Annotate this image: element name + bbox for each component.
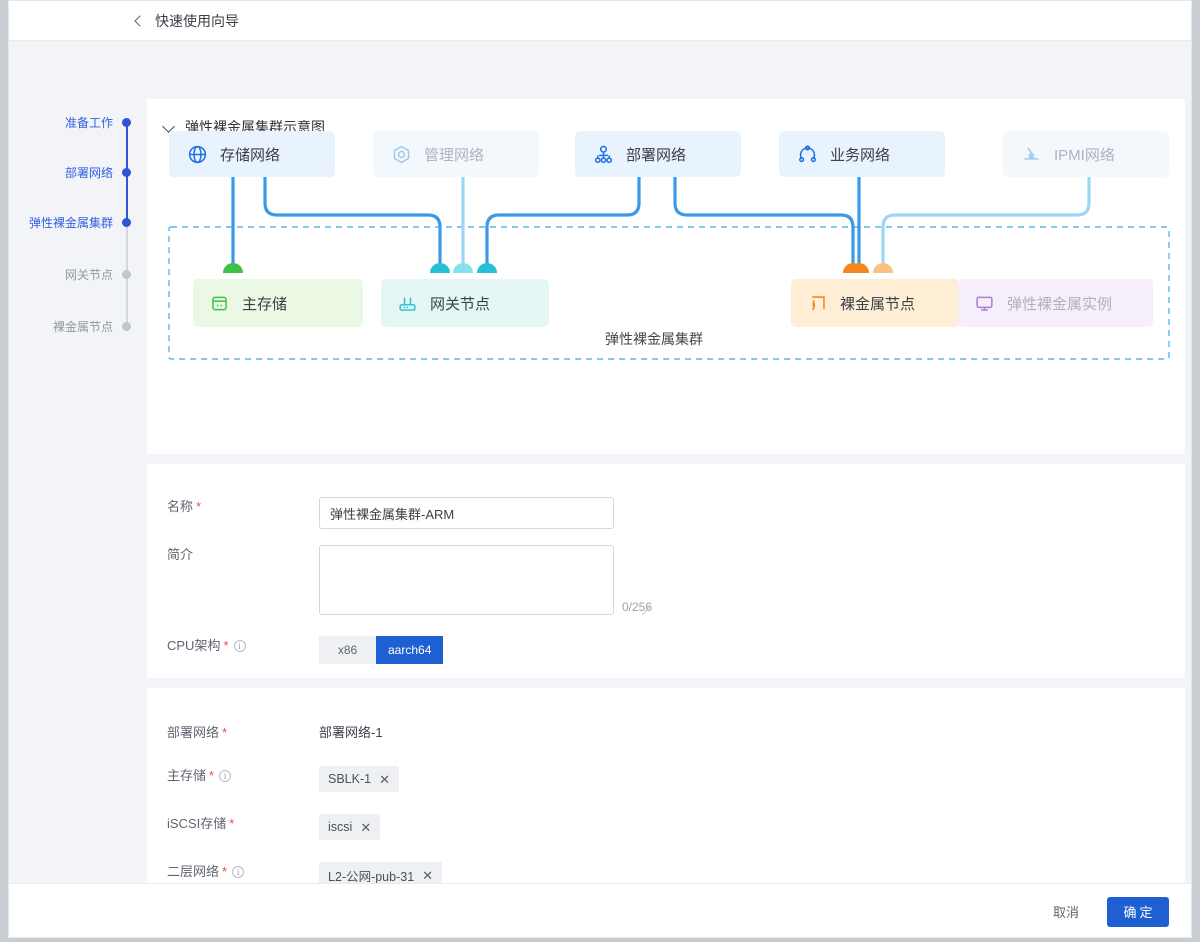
tag-remove-icon[interactable]: ✕ <box>422 867 434 883</box>
sidebar-step-bare-metal-node[interactable]: 裸金属节点 <box>53 318 131 335</box>
step-label: 弹性裸金属集群 <box>28 216 113 230</box>
info-icon[interactable]: i <box>233 640 246 652</box>
ipmi-connector-icon <box>1024 147 1039 160</box>
step-rail: 准备工作 部署网络 弹性裸金属集群 网关节点 裸金属节点 <box>9 41 139 937</box>
cluster-boundary <box>168 226 1170 360</box>
cpu-arch-option-x86[interactable]: x86 <box>319 636 376 664</box>
iscsi-storage-label: iSCSI存储* <box>167 816 235 831</box>
monitor-icon <box>976 296 993 311</box>
l2-network-label: 二层网络*i <box>147 862 319 882</box>
confirm-button[interactable]: 确定 <box>1107 896 1169 927</box>
field-row-main-storage: 主存储*i SBLK-1 ✕ <box>147 766 399 792</box>
network-box-business[interactable]: 业务网络 <box>779 131 945 177</box>
field-row-iscsi-storage: iSCSI存储* iscsi ✕ <box>147 814 381 840</box>
main-storage-label: 主存储*i <box>147 766 319 786</box>
cluster-caption: 弹性裸金属集群 <box>605 331 703 347</box>
step-label: 准备工作 <box>64 116 113 130</box>
network-tree-icon <box>594 145 613 163</box>
step-label: 裸金属节点 <box>52 320 113 334</box>
cancel-button[interactable]: 取消 <box>1047 901 1085 922</box>
network-box-deploy[interactable]: 部署网络 <box>575 131 741 177</box>
info-icon[interactable]: i <box>232 866 245 878</box>
name-input[interactable] <box>319 497 614 529</box>
network-box-management[interactable]: 管理网络 <box>373 131 539 177</box>
step-connector-1 <box>125 123 128 173</box>
quick-start-wizard-window: 快速使用向导 准备工作 部署网络 弹性裸金属集群 网关节点 <box>8 0 1192 938</box>
network-label: 部署网络 <box>626 146 687 164</box>
cluster-diagram-card: 弹性裸金属集群示意图 <box>147 99 1185 454</box>
node-box-bare-metal[interactable]: 裸金属节点 <box>791 279 959 327</box>
signal-icon <box>812 295 825 310</box>
node-label: 裸金属节点 <box>840 295 916 313</box>
page-body: 准备工作 部署网络 弹性裸金属集群 网关节点 裸金属节点 <box>9 41 1191 937</box>
field-row-description: 简介 0/256 <box>147 545 652 615</box>
field-row-name: 名称* <box>147 497 614 529</box>
node-box-gateway[interactable]: 网关节点 <box>381 279 549 327</box>
description-textarea[interactable] <box>319 545 614 615</box>
network-box-ipmi[interactable]: IPMI网络 <box>1003 131 1169 177</box>
node-label: 主存储 <box>242 295 288 313</box>
step-connector-4 <box>125 275 128 327</box>
node-box-main-storage[interactable]: 主存储 <box>193 279 363 327</box>
router-icon <box>399 297 416 311</box>
network-label: 业务网络 <box>830 146 891 164</box>
required-marker: * <box>209 768 215 783</box>
required-marker: * <box>223 638 229 653</box>
step-dot-icon <box>122 168 131 177</box>
tag-label: L2-公网-pub-31 <box>328 869 415 884</box>
step-connector-3 <box>125 223 128 275</box>
info-icon[interactable]: i <box>219 770 232 782</box>
tag-remove-icon[interactable]: ✕ <box>360 819 372 835</box>
required-marker: * <box>222 864 228 879</box>
tag-label: iscsi <box>328 820 353 834</box>
network-box-storage[interactable]: 存储网络 <box>169 131 335 177</box>
node-label: 弹性裸金属实例 <box>1007 295 1113 313</box>
main-storage-tag[interactable]: SBLK-1 ✕ <box>319 766 399 792</box>
char-counter: 0/256 <box>622 600 653 614</box>
required-marker: * <box>229 816 235 831</box>
tag-label: SBLK-1 <box>328 772 372 786</box>
cpu-arch-label: CPU架构*i <box>147 636 319 656</box>
hexagon-target-icon <box>393 145 410 163</box>
network-config-card: 部署网络* 部署网络-1 主存储*i SBLK-1 ✕ iSCSI存储* isc <box>147 688 1185 907</box>
diagram-canvas: 存储网络 管理网络 部署网络 <box>147 131 1185 454</box>
field-row-deploy-network: 部署网络* 部署网络-1 <box>147 723 383 743</box>
deploy-network-label: 部署网络* <box>167 725 228 740</box>
page-header: 快速使用向导 <box>9 1 1191 41</box>
sidebar-step-gateway-node[interactable]: 网关节点 <box>65 266 131 283</box>
globe-icon <box>188 145 207 163</box>
network-label: 管理网络 <box>424 146 485 164</box>
node-box-bare-metal-instance[interactable]: 弹性裸金属实例 <box>958 279 1153 327</box>
required-marker: * <box>196 499 202 514</box>
database-icon <box>212 296 227 310</box>
step-connector-2 <box>125 173 128 223</box>
cpu-arch-segmented-control: x86 aarch64 <box>319 636 444 664</box>
description-label: 简介 <box>167 547 194 562</box>
sidebar-step-preparation[interactable]: 准备工作 <box>65 114 131 131</box>
field-row-cpu-arch: CPU架构*i x86 aarch64 <box>147 636 444 664</box>
node-ring-icon <box>799 144 816 162</box>
cpu-arch-option-aarch64[interactable]: aarch64 <box>376 636 444 664</box>
step-dot-icon <box>122 118 131 127</box>
network-label: 存储网络 <box>220 146 281 164</box>
network-label: IPMI网络 <box>1054 146 1115 164</box>
deploy-network-value: 部署网络-1 <box>319 725 383 740</box>
name-label: 名称* <box>167 499 202 514</box>
page-title: 快速使用向导 <box>155 12 239 29</box>
step-dot-icon <box>122 270 131 279</box>
iscsi-storage-tag[interactable]: iscsi ✕ <box>319 814 381 840</box>
required-marker: * <box>222 725 228 740</box>
basic-info-card: 名称* 简介 0/256 CPU架构*i x86 aarch64 <box>147 464 1185 678</box>
node-label: 网关节点 <box>430 295 491 313</box>
tag-remove-icon[interactable]: ✕ <box>379 771 390 787</box>
step-label: 部署网络 <box>64 166 113 180</box>
sidebar-step-deploy-network[interactable]: 部署网络 <box>65 164 131 181</box>
sidebar-step-bare-metal-cluster[interactable]: 弹性裸金属集群 <box>29 214 131 231</box>
footer-bar: 取消 确定 <box>9 883 1191 937</box>
step-label: 网关节点 <box>64 268 113 282</box>
step-dot-icon <box>122 218 131 227</box>
chevron-left-icon[interactable] <box>131 14 145 28</box>
step-dot-icon <box>122 322 131 331</box>
